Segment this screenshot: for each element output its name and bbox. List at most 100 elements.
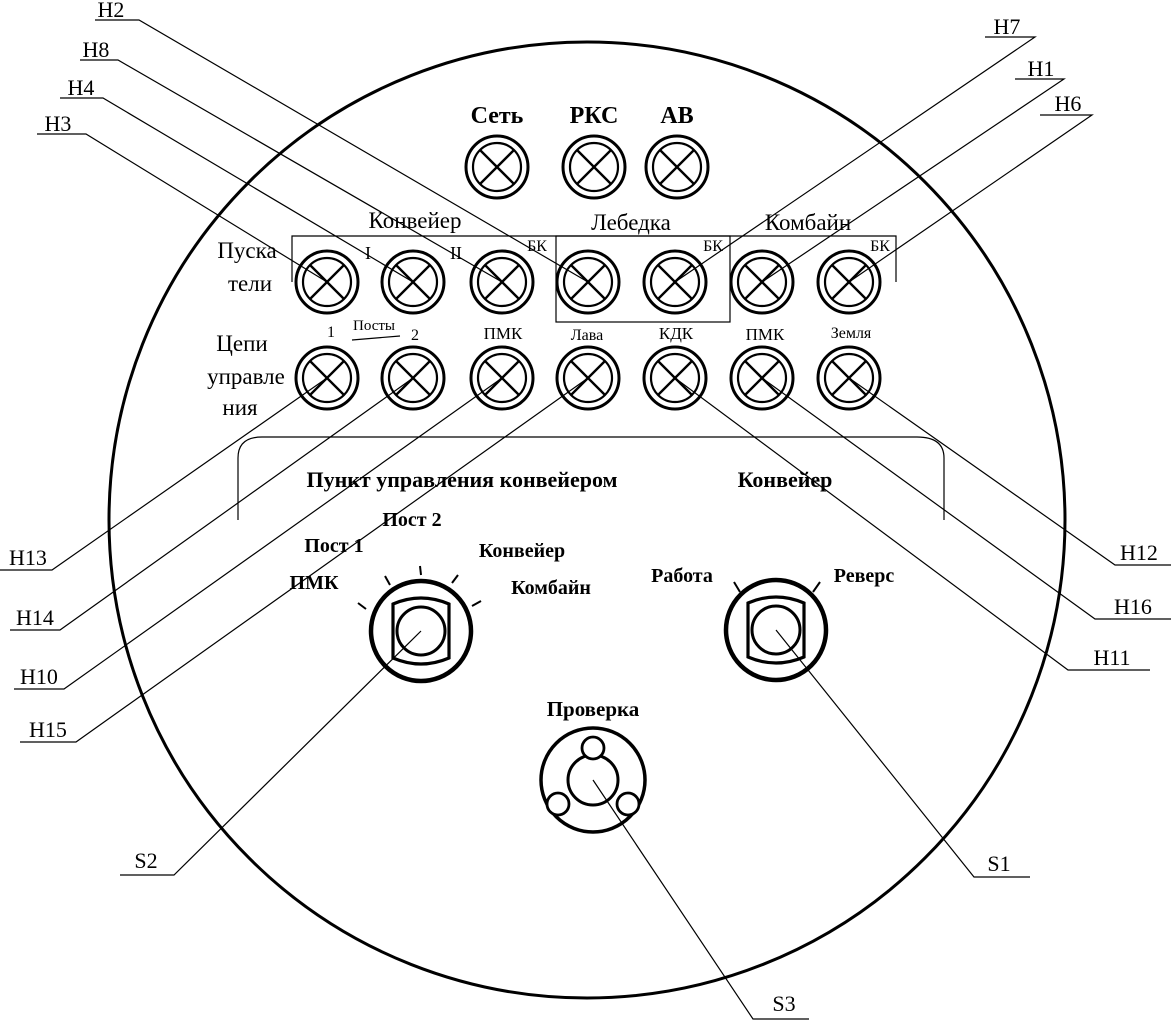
label-control-point: Пункт управления конвейером <box>306 467 617 492</box>
leader-h8 <box>80 59 503 283</box>
label-set: Сеть <box>471 103 524 129</box>
label-post-2: 2 <box>411 327 419 344</box>
panel-outline <box>107 40 1067 1000</box>
leader-h15 <box>20 377 589 743</box>
leader-h10 <box>14 377 503 690</box>
lamp-av <box>644 134 710 200</box>
callout-h16: H16 <box>1114 594 1152 619</box>
callout-h8: H8 <box>83 37 110 62</box>
lamp-av-cross-2 <box>659 149 695 185</box>
indicator-lamps <box>294 134 882 411</box>
lamp-conveyor-1-inner <box>301 256 353 308</box>
s2-inner <box>395 605 447 657</box>
label-combine-group: Комбайн <box>765 210 851 235</box>
leader-lines <box>0 19 1171 1020</box>
lamp-post-2-inner <box>387 352 439 404</box>
label-conveyor-switch: Конвейер <box>738 467 833 492</box>
s2-tick-pmk <box>357 602 367 610</box>
leader-h6 <box>848 114 1094 283</box>
lamp-zemlya-inner <box>823 352 875 404</box>
label-kdk: КДК <box>659 324 694 343</box>
callout-s1: S1 <box>987 851 1010 876</box>
callout-h7: H7 <box>994 14 1021 39</box>
callout-h3: H3 <box>45 111 72 136</box>
label-bk-3: БК <box>870 238 890 255</box>
lamp-combine-inner <box>736 256 788 308</box>
s3-dot-right <box>615 791 641 817</box>
label-s2-pmk: ПМК <box>290 572 339 594</box>
label-s2-post1: Пост 1 <box>304 535 363 557</box>
lower-bracket <box>237 436 945 520</box>
label-bk-2: БК <box>703 238 723 255</box>
s2-tick-post2 <box>419 565 422 576</box>
leader-s1 <box>775 629 1030 878</box>
leader-h16 <box>761 377 1171 620</box>
leader-s3 <box>592 779 809 1020</box>
lamp-winch-inner <box>562 256 614 308</box>
callout-h12: H12 <box>1120 540 1158 565</box>
lamp-kdk-inner <box>649 352 701 404</box>
label-zemlya: Земля <box>831 325 872 342</box>
label-bk-1: БК <box>527 238 547 255</box>
leader-h7 <box>674 36 1037 283</box>
lamp-rks-cross-2 <box>576 149 612 185</box>
label-starters-2: тели <box>228 271 272 296</box>
lamp-av-inner <box>651 141 703 193</box>
label-circuits-1: Цепи <box>216 331 267 356</box>
s3-dot-left <box>545 791 571 817</box>
label-circuits-2: управле <box>207 364 285 389</box>
callout-h15: H15 <box>29 717 67 742</box>
leader-h14 <box>10 377 414 631</box>
callout-h14: H14 <box>16 605 54 630</box>
lamp-combine-bk-inner <box>823 256 875 308</box>
s3-dot-top <box>580 735 606 761</box>
lamp-post-1-inner <box>301 352 353 404</box>
s1-tick-work <box>733 581 741 593</box>
label-conveyor-group: Конвейер <box>369 208 462 233</box>
label-s2-conveyor: Конвейер <box>479 540 565 562</box>
lamp-pmk-2-inner <box>736 352 788 404</box>
label-av: АВ <box>660 103 693 129</box>
label-pmk-1: ПМК <box>484 324 523 343</box>
switch-s2[interactable] <box>357 565 482 684</box>
leader-s2 <box>120 630 422 876</box>
lamp-set-cross-2 <box>479 149 515 185</box>
callout-h10: H10 <box>20 664 58 689</box>
callout-s2: S2 <box>134 848 157 873</box>
leader-h12 <box>848 377 1171 566</box>
lamp-lava-inner <box>562 352 614 404</box>
callouts: H2 H8 H4 H3 H7 H1 H6 H13 H14 H10 H15 H12… <box>9 0 1158 1016</box>
label-starters-1: Пуска <box>217 238 276 263</box>
label-posty: Посты <box>353 318 395 334</box>
posty-underline <box>351 335 401 341</box>
label-num-1: I <box>365 243 371 263</box>
lamp-conveyor-2-inner <box>387 256 439 308</box>
lamp-set-inner <box>471 141 523 193</box>
leader-h1 <box>761 78 1066 283</box>
label-winch-group: Лебедка <box>591 210 671 235</box>
label-s2-combine: Комбайн <box>511 577 591 599</box>
label-pmk-2: ПМК <box>746 325 785 344</box>
label-circuits-3: ния <box>222 395 258 420</box>
lamp-rks <box>561 134 627 200</box>
callout-h13: H13 <box>9 545 47 570</box>
lamp-winch-bk-inner <box>649 256 701 308</box>
callout-s3: S3 <box>772 991 795 1016</box>
label-post-1: 1 <box>327 324 335 341</box>
label-num-2: II <box>450 243 462 263</box>
callout-h11: H11 <box>1093 645 1130 670</box>
label-s1-work: Работа <box>651 565 713 587</box>
s2-tick-post1 <box>384 575 391 586</box>
s2-tick-conveyor <box>451 574 459 584</box>
s2-tick-combine <box>471 600 482 607</box>
leader-h13 <box>0 377 328 571</box>
s1-inner <box>750 604 802 656</box>
label-rks: РКС <box>570 103 619 129</box>
label-s1-reverse: Реверс <box>834 565 895 587</box>
callout-h4: H4 <box>68 75 95 100</box>
lamp-conveyor-bk-inner <box>476 256 528 308</box>
leader-h11 <box>674 377 1150 671</box>
label-s3-check: Проверка <box>547 697 640 721</box>
label-s2-post2: Пост 2 <box>382 509 441 531</box>
